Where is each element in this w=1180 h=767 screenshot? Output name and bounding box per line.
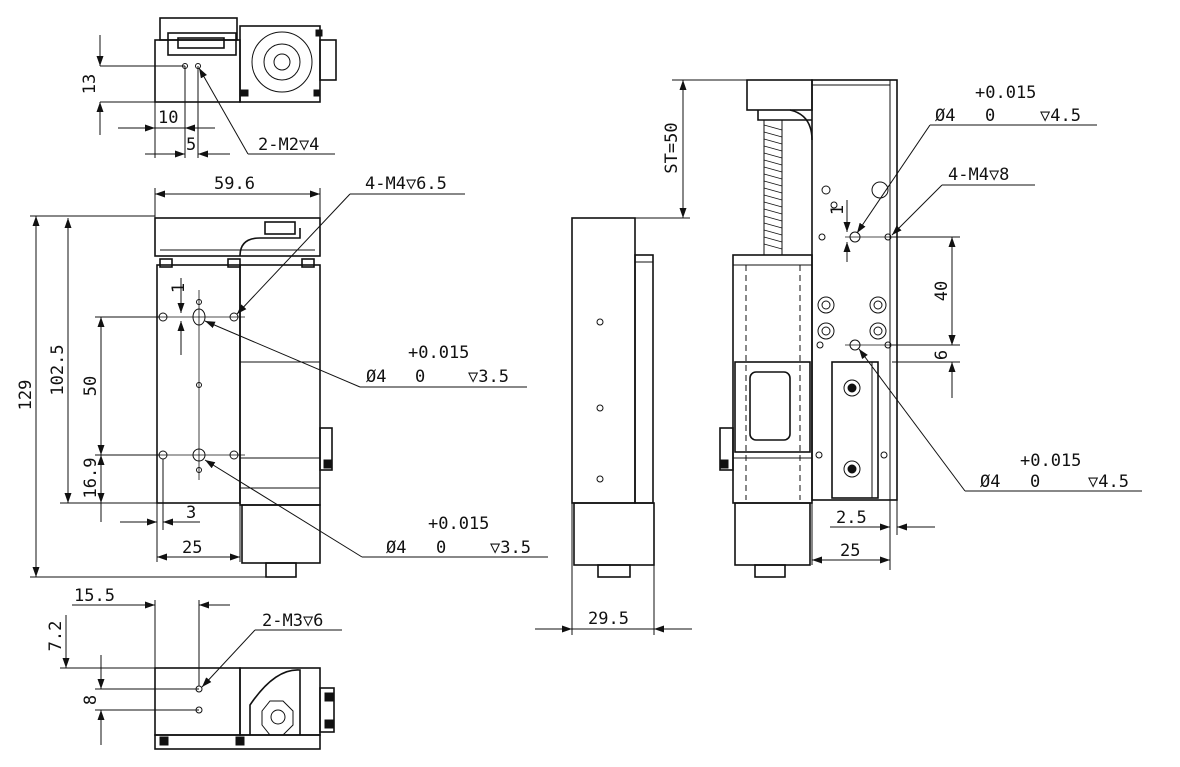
- rear-dim-1: 1: [828, 205, 848, 215]
- rear-pin-upper-tol-bottom: 0: [985, 106, 995, 126]
- side-dim-29-5: 29.5: [588, 609, 629, 629]
- top-dim-13: 13: [80, 74, 100, 94]
- bottom-view: 15.5 7.2 8 2-M3▽6: [46, 586, 342, 750]
- front-pin-upper-tol-top: +0.015: [408, 343, 469, 363]
- rear-dim-6: 6: [932, 350, 952, 360]
- rear-dim-2-5: 2.5: [836, 508, 867, 528]
- front-pin-upper-depth: ▽3.5: [468, 367, 509, 387]
- rear-pin-upper-depth: ▽4.5: [1040, 106, 1081, 126]
- front-dim-50: 50: [81, 376, 101, 396]
- rear-view: 1 40 6 2.5 25 +0.015 Ø4 0 ▽4.5 4-M4▽8 +0…: [719, 79, 1142, 578]
- rear-pin-upper-main: Ø4: [935, 106, 955, 126]
- bottom-dim-7-2: 7.2: [46, 621, 66, 652]
- bottom-dim-15-5: 15.5: [74, 586, 115, 606]
- front-pin-lower-main: Ø4: [386, 538, 406, 558]
- top-view: 13 10 5 2-M2▽4: [80, 17, 337, 158]
- front-pin-lower-tol-top: +0.015: [428, 514, 489, 534]
- bottom-thread-callout: 2-M3▽6: [262, 611, 323, 631]
- rear-pin-lower-depth: ▽4.5: [1088, 472, 1129, 492]
- rear-pin-upper-tol-top: +0.015: [975, 83, 1036, 103]
- front-pin-lower-tol-bottom: 0: [436, 538, 446, 558]
- front-dim-3: 3: [186, 503, 196, 523]
- front-dim-129: 129: [16, 380, 36, 411]
- front-pin-lower-depth: ▽3.5: [490, 538, 531, 558]
- rear-pin-lower-tol-bottom: 0: [1030, 472, 1040, 492]
- top-dim-5: 5: [186, 135, 196, 155]
- front-dim-102-5: 102.5: [48, 344, 68, 395]
- top-thread-callout: 2-M2▽4: [258, 135, 319, 155]
- front-pin-upper-tol-bottom: 0: [415, 367, 425, 387]
- rear-dim-40: 40: [932, 281, 952, 301]
- front-thread-callout: 4-M4▽6.5: [365, 174, 447, 194]
- bottom-dim-8: 8: [81, 695, 101, 705]
- side-stroke-label: ST=50: [662, 122, 682, 173]
- front-pin-upper-main: Ø4: [366, 367, 386, 387]
- rear-pin-lower-tol-top: +0.015: [1020, 451, 1081, 471]
- rear-thread-callout: 4-M4▽8: [948, 165, 1009, 185]
- front-dim-1: 1: [169, 283, 189, 293]
- front-dim-25: 25: [182, 538, 202, 558]
- front-dim-16-9: 16.9: [81, 458, 101, 499]
- front-view: 59.6 129 102.5 50 16.9 1 3 25: [16, 174, 548, 578]
- side-view: ST=50 29.5: [535, 79, 760, 635]
- rear-pin-lower-main: Ø4: [980, 472, 1000, 492]
- rear-dim-25: 25: [840, 541, 860, 561]
- top-dim-10: 10: [158, 108, 178, 128]
- front-dim-59-6: 59.6: [214, 174, 255, 194]
